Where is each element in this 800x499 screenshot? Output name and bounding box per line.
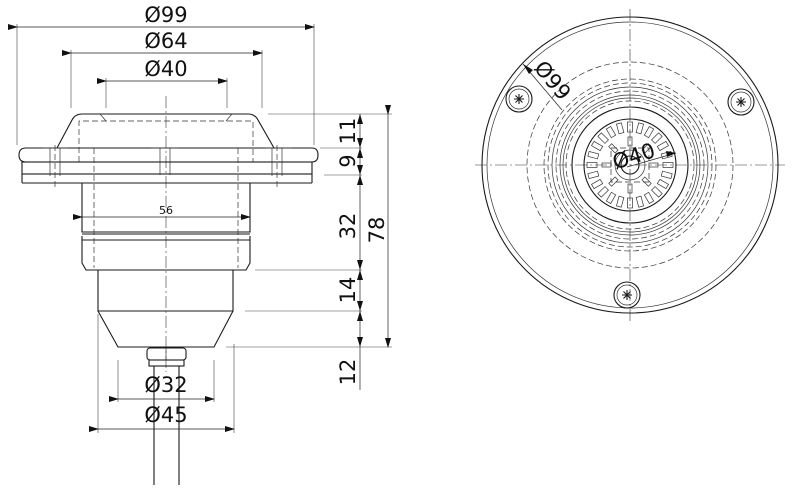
lower-body: [97, 270, 234, 312]
screw-bottom: [613, 281, 641, 309]
label-width-56: 56: [159, 204, 173, 217]
flange-plate: [21, 161, 313, 175]
nozzle-nut: [146, 347, 187, 367]
label-top-diameter-40: Ø40: [610, 138, 659, 174]
dim-diameter-40: Ø40: [97, 57, 228, 108]
flange-rim: [18, 147, 319, 163]
cone: [97, 310, 234, 348]
grille-slots: [586, 121, 674, 209]
label-height-78: 78: [365, 217, 389, 244]
label-height-11: 11: [336, 118, 360, 145]
dim-top-diameter-99: Ø99: [522, 56, 575, 111]
screw-top-left: [505, 85, 533, 113]
label-height-32: 32: [336, 213, 360, 240]
screw-top-right: [727, 88, 755, 116]
flange-screws: [42, 145, 292, 190]
cap-outline: [56, 113, 275, 149]
dim-diameter-99: Ø99: [8, 3, 315, 145]
label-top-diameter-99: Ø99: [529, 56, 575, 105]
dim-diameter-32: Ø32: [109, 360, 215, 402]
label-height-12: 12: [336, 359, 360, 386]
center-hub: [620, 155, 640, 175]
dim-top-diameter-40: Ø40: [610, 138, 677, 174]
label-diameter-40: Ø40: [144, 57, 187, 81]
label-diameter-64: Ø64: [144, 29, 187, 53]
dim-diameter-45: Ø45: [89, 314, 235, 433]
vertical-dimensions: 11 9 32 14 12 78: [226, 105, 392, 390]
label-height-14: 14: [336, 277, 360, 304]
grille-outer-ring: [583, 118, 677, 212]
outer-rim: [481, 16, 779, 314]
label-diameter-99: Ø99: [144, 3, 187, 27]
label-diameter-45: Ø45: [144, 403, 187, 427]
label-height-9: 9: [336, 154, 360, 167]
label-diameter-32: Ø32: [144, 373, 187, 397]
dim-width-56: 56: [73, 204, 251, 220]
top-view: Ø99 Ø40: [475, 9, 785, 321]
main-body: [81, 183, 251, 233]
side-view: Ø99 Ø64 Ø40 56 Ø32: [8, 3, 392, 485]
dim-diameter-64: Ø64: [62, 29, 263, 108]
